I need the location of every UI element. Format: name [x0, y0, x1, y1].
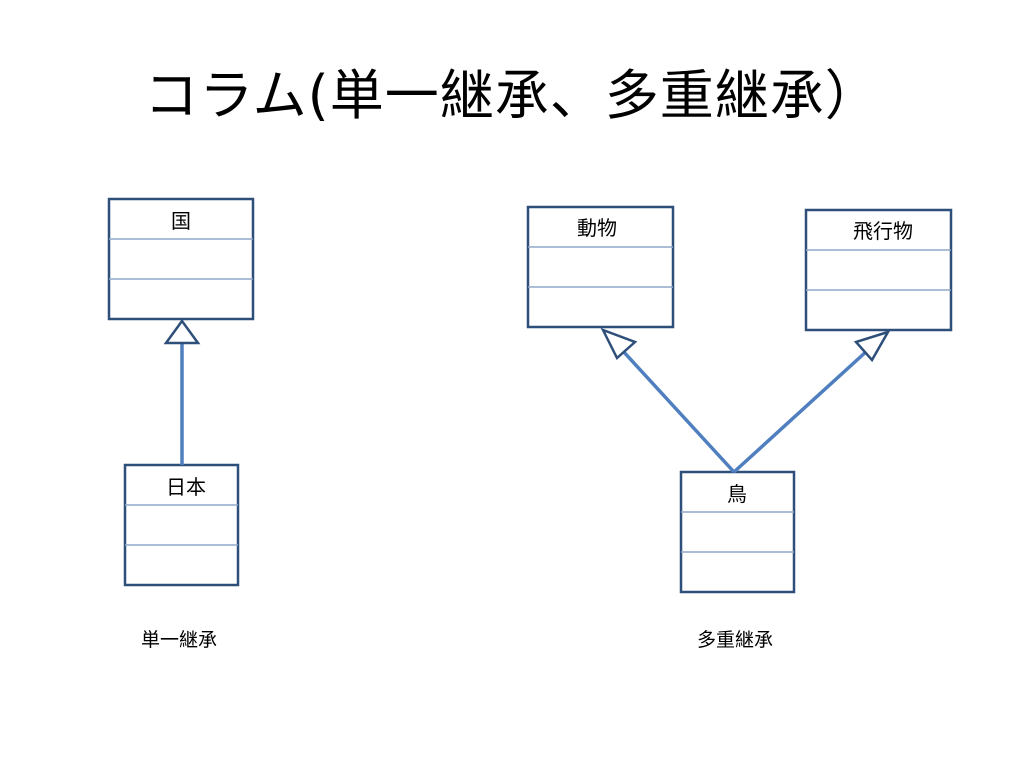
class-name-nihon: 日本 — [166, 475, 206, 499]
generalization-arrow-tori-hikoubutsu — [732, 329, 891, 474]
class-box-hikoubutsu: 飛行物 — [804, 208, 953, 332]
class-box-doubutsu: 動物 — [526, 205, 675, 329]
class-name-tori: 鳥 — [727, 482, 747, 506]
slide-title: コラム(単一継承、多重継承） — [144, 64, 880, 127]
class-name-doubutsu: 動物 — [577, 216, 617, 240]
class-box-nihon: 日本 — [123, 463, 240, 587]
generalization-arrow-tori-doubutsu — [600, 327, 736, 474]
class-box-tori: 鳥 — [679, 470, 796, 594]
caption-multiple-inheritance: 多重継承 — [696, 629, 773, 651]
generalization-arrow-nihon-kuni — [163, 318, 201, 465]
class-name-hikoubutsu: 飛行物 — [853, 219, 913, 243]
class-name-kuni: 国 — [171, 209, 191, 233]
caption-single-inheritance: 単一継承 — [140, 629, 217, 651]
class-box-kuni: 国 — [107, 197, 255, 321]
